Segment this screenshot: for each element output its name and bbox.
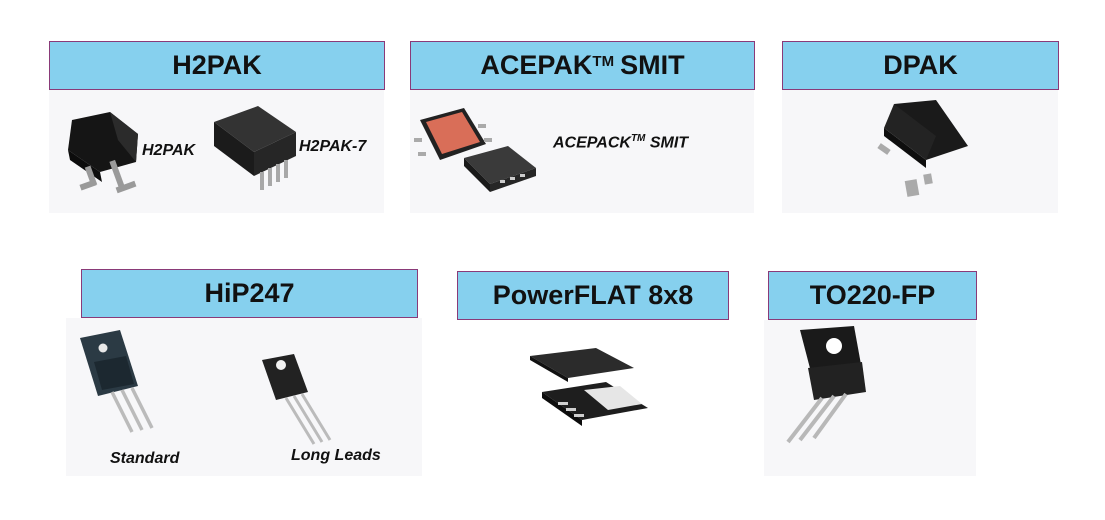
acepak-title-tm: TM (592, 53, 615, 70)
hip247-standard-image (80, 330, 154, 433)
hip247-standard-label: Standard (110, 450, 180, 467)
dpak-chip-image (877, 100, 968, 197)
powerflat-title: PowerFLAT 8x8 (492, 280, 694, 310)
h2pak7-chip-image (214, 106, 296, 190)
to220fp-title: TO220-FP (809, 280, 936, 310)
acepak-title-suffix: SMIT (620, 50, 685, 80)
h2pak-label: H2PAK (142, 142, 196, 159)
acepak-header: ACEPAK TM SMIT (410, 41, 755, 90)
acepak-label-main: ACEPACK (553, 134, 631, 152)
dpak-header: DPAK (782, 41, 1059, 90)
hip247-long-leads-image (262, 354, 332, 445)
to220fp-header: TO220-FP (768, 271, 977, 320)
hip247-title: HiP247 (204, 278, 295, 308)
powerflat-chip-image (530, 348, 648, 426)
acepak-title: ACEPAK (480, 50, 593, 80)
h2pak7-label: H2PAK-7 (299, 138, 367, 155)
acepak-label-tm: TM (630, 133, 646, 144)
hip247-header: HiP247 (81, 269, 418, 318)
hip247-long-leads-label: Long Leads (291, 447, 381, 464)
powerflat-header: PowerFLAT 8x8 (457, 271, 729, 320)
acepak-bottom-image (464, 146, 536, 192)
acepak-label-suffix: SMIT (649, 134, 689, 152)
acepak-label: ACEPACKTM SMIT (553, 133, 688, 152)
acepak-top-image (414, 108, 492, 160)
acepak-panel (410, 90, 754, 213)
h2pak-chip-image (68, 112, 138, 194)
to220fp-chip-image (786, 326, 866, 444)
h2pak-header: H2PAK (49, 41, 385, 90)
dpak-title: DPAK (883, 50, 958, 80)
to220fp-panel (764, 320, 976, 476)
h2pak-title: H2PAK (172, 50, 262, 80)
